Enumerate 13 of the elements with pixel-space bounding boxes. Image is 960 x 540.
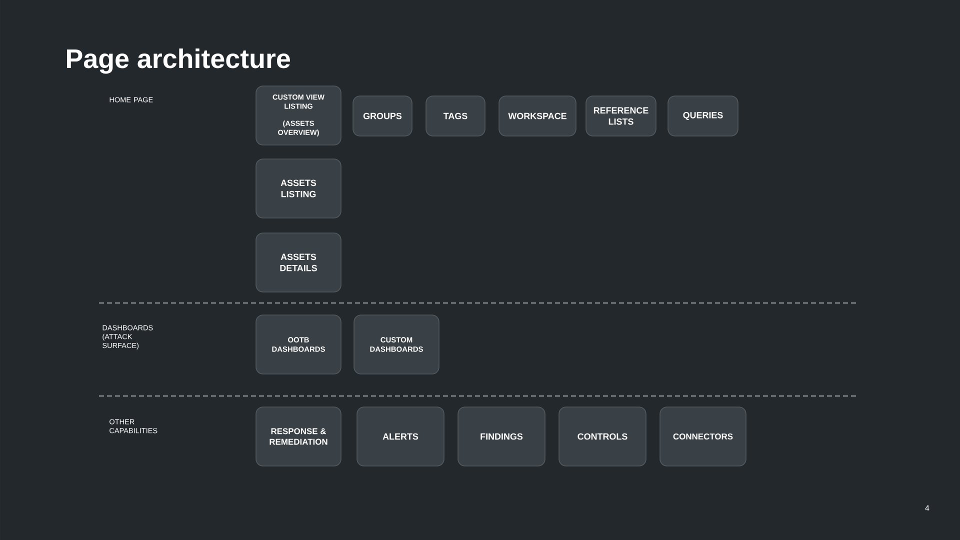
page-box: CONTROLS <box>558 406 646 466</box>
page-box: TAGS <box>426 96 486 136</box>
page-box: WORKSPACE <box>498 96 576 136</box>
page-box: CONNECTORS <box>660 406 746 466</box>
page-box: RESPONSE & REMEDIATION <box>256 406 342 466</box>
page-box: GROUPS <box>352 96 412 136</box>
page-box: ASSETS LISTING <box>256 158 342 218</box>
page-box: REFERENCE LISTS <box>586 96 656 136</box>
page-box: ASSETS DETAILS <box>256 232 342 292</box>
page-box: QUERIES <box>668 96 738 136</box>
page-box: ALERTS <box>356 406 444 466</box>
page-box: FINDINGS <box>458 406 546 466</box>
title: Page architecture <box>67 48 290 74</box>
